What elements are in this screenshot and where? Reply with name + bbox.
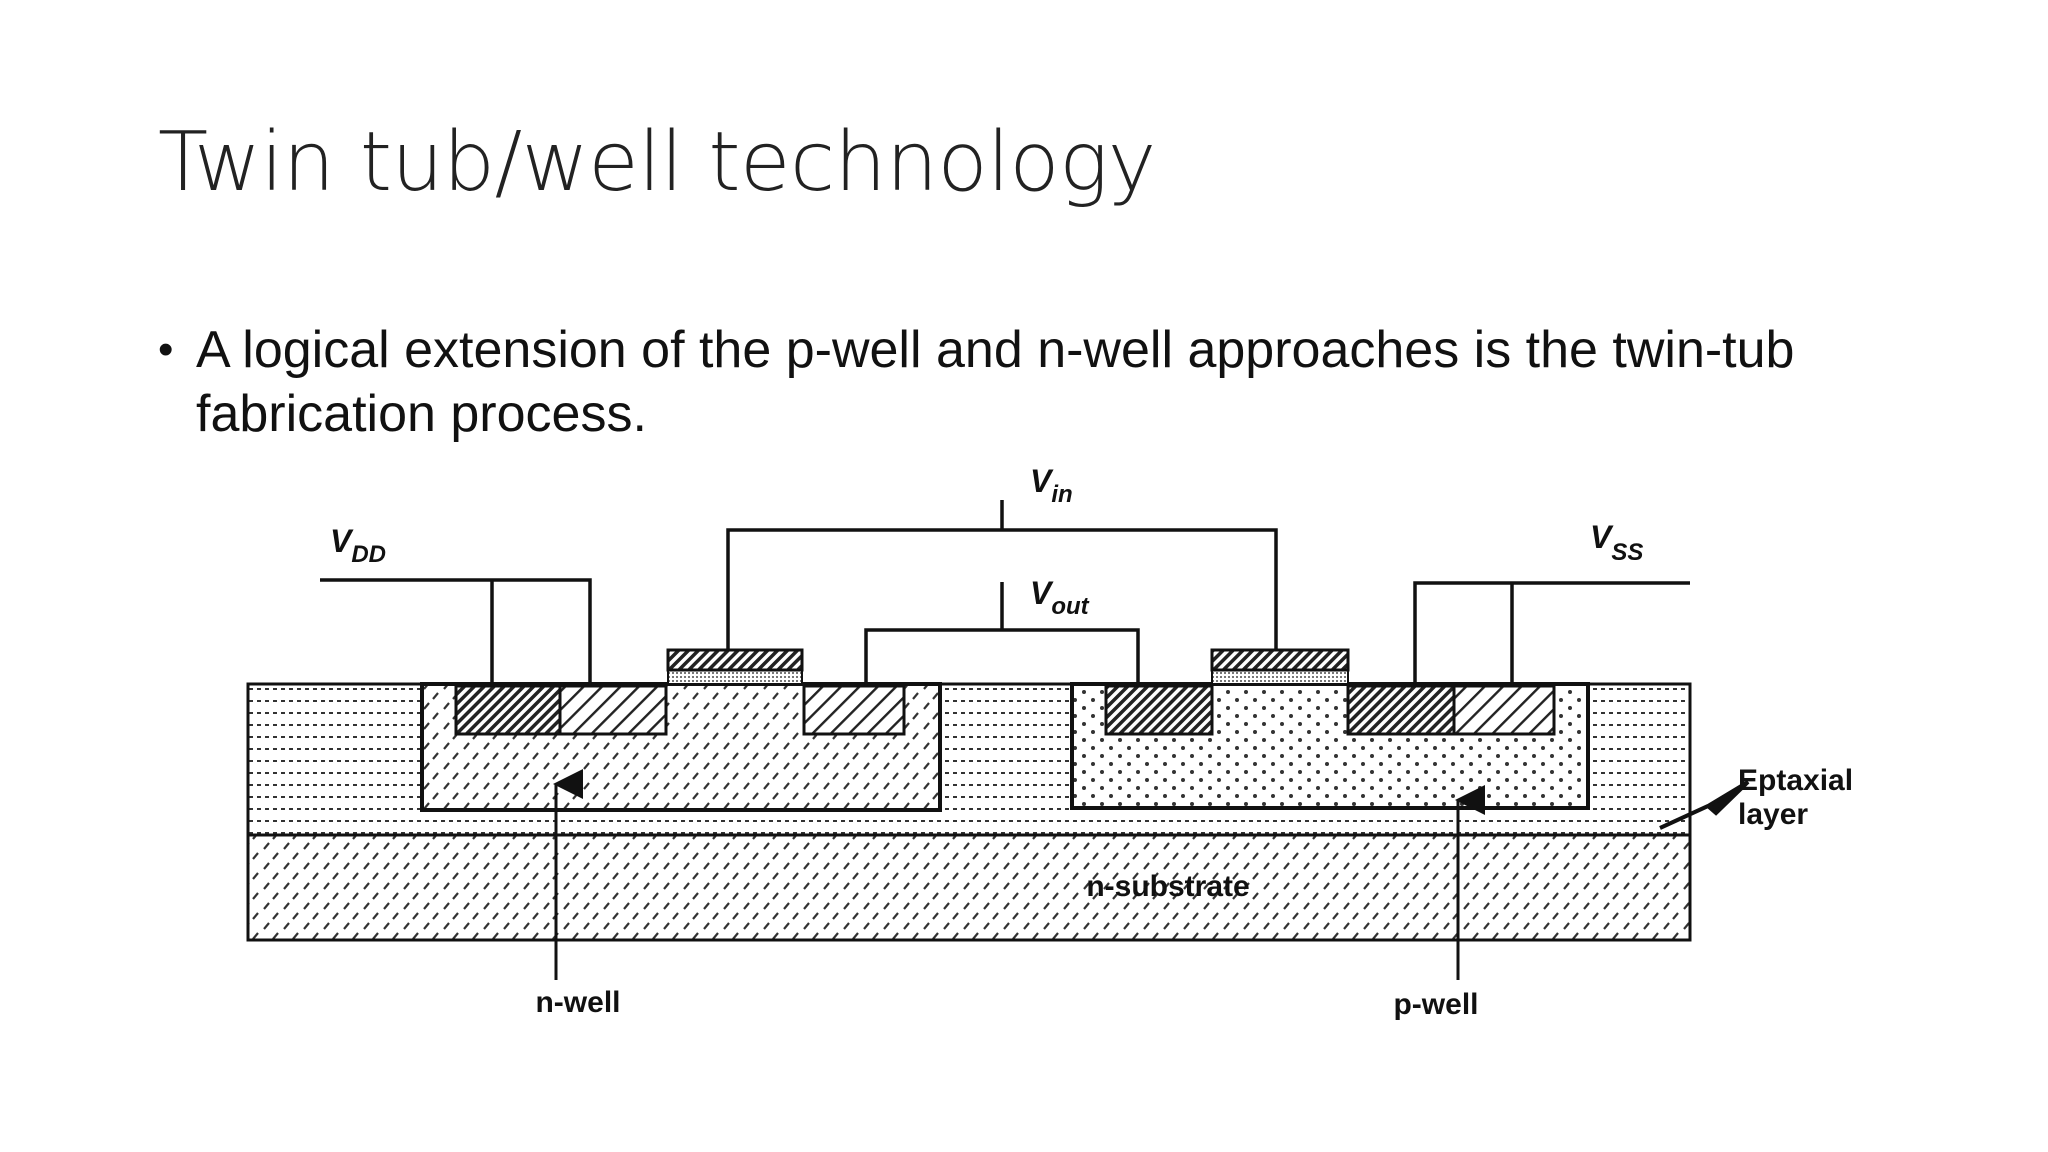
twin-tub-cross-section-diagram: VDD VSS Vin Vout n-substrate n-well p-we… (246, 463, 1853, 1021)
pmos-source-diffusion (558, 684, 668, 736)
p-well-label: p-well (1393, 988, 1478, 1021)
vdd-label: VDD (330, 523, 386, 568)
nmos-gate (1210, 648, 1350, 672)
vout-label: Vout (1030, 575, 1090, 620)
pmos-gate (666, 648, 804, 672)
bullet-dot-icon: • (158, 325, 174, 374)
bullet-list: • A logical extension of the p-well and … (158, 318, 1858, 446)
pmos-drain-diffusion (802, 684, 906, 736)
nmos-drain-diffusion (1104, 684, 1214, 736)
n-substrate-label: n-substrate (1086, 870, 1249, 903)
n-substrate-region (246, 833, 1692, 942)
bullet-item: • A logical extension of the p-well and … (158, 318, 1858, 446)
pmos-gate-oxide (667, 669, 803, 685)
nmos-gate-oxide (1211, 669, 1349, 685)
eptaxial-label-line1: Eptaxial (1738, 764, 1853, 797)
n-well-label: n-well (535, 986, 620, 1019)
bullet-text: A logical extension of the p-well and n-… (196, 321, 1795, 443)
n-plus-body-contact (454, 684, 562, 736)
epitaxial-arrow (1659, 780, 1750, 830)
wiring (320, 500, 1690, 686)
vin-label: Vin (1030, 463, 1073, 508)
nmos-source-diffusion (1346, 684, 1456, 736)
p-plus-body-contact (1452, 684, 1556, 736)
vss-label: VSS (1590, 519, 1643, 566)
eptaxial-label-line2: layer (1738, 798, 1808, 831)
slide-title: Twin tub/well technology (158, 115, 1156, 210)
